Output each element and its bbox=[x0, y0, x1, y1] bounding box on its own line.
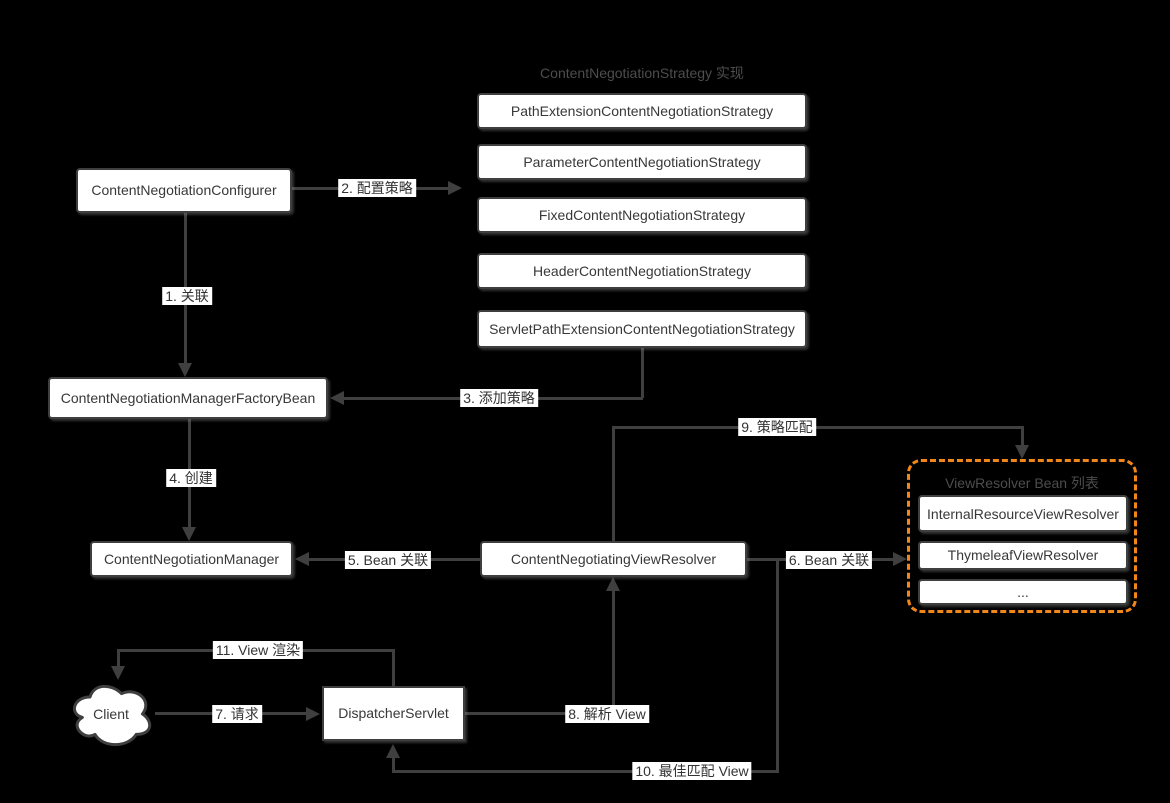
node-fixed-strategy: FixedContentNegotiationStrategy bbox=[477, 197, 807, 233]
edge-8-line bbox=[465, 712, 614, 715]
node-dispatcher-servlet: DispatcherServlet bbox=[322, 686, 465, 741]
edge-2-arrowhead-right-icon bbox=[448, 181, 462, 195]
edge-4-arrowhead-down-icon bbox=[182, 527, 196, 541]
edge-10-line bbox=[392, 770, 779, 773]
node-content-negotiation-manager: ContentNegotiationManager bbox=[90, 541, 293, 577]
node-label: ... bbox=[1017, 583, 1029, 600]
edge-7-arrowhead-right-icon bbox=[306, 707, 320, 721]
edge-8-line bbox=[612, 591, 615, 715]
cloud-icon bbox=[72, 684, 152, 747]
edge-8-label: 8. 解析 View bbox=[565, 705, 649, 723]
node-label: ThymeleafViewResolver bbox=[947, 547, 1099, 563]
edge-10-line bbox=[392, 758, 395, 773]
edge-1-label: 1. 关联 bbox=[162, 287, 212, 305]
edge-6-arrowhead-right-icon bbox=[893, 552, 907, 566]
edge-5-arrowhead-left-icon bbox=[295, 552, 309, 566]
node-label: PathExtensionContentNegotiationStrategy bbox=[510, 102, 774, 119]
edge-6-label: 6. Bean 关联 bbox=[785, 551, 873, 569]
edge-3-line bbox=[641, 348, 644, 398]
node-label: HeaderContentNegotiationStrategy bbox=[533, 262, 751, 279]
edge-4-label: 4. 创建 bbox=[166, 469, 216, 487]
node-parameter-strategy: ParameterContentNegotiationStrategy bbox=[477, 144, 807, 180]
edge-3-arrowhead-left-icon bbox=[330, 391, 344, 405]
edge-11-line bbox=[117, 649, 120, 667]
edge-11-label: 11. View 渲染 bbox=[212, 641, 304, 659]
edge-1-arrowhead-down-icon bbox=[178, 363, 192, 377]
edge-9-arrowhead-down-icon bbox=[1015, 445, 1029, 459]
edge-8-arrowhead-up-icon bbox=[606, 577, 620, 591]
edge-9-line bbox=[612, 426, 1024, 429]
node-label: Client bbox=[93, 706, 129, 722]
node-label: ContentNegotiationManager bbox=[103, 551, 280, 567]
node-path-extension-strategy: PathExtensionContentNegotiationStrategy bbox=[477, 93, 807, 129]
client-cloud: Client bbox=[65, 680, 157, 748]
edge-10-arrowhead-up-icon bbox=[386, 744, 400, 758]
node-content-negotiation-manager-factory-bean: ContentNegotiationManagerFactoryBean bbox=[48, 377, 328, 419]
edge-10-line bbox=[776, 559, 779, 773]
node-servlet-path-extension-strategy: ServletPathExtensionContentNegotiationSt… bbox=[477, 310, 807, 348]
node-label: DispatcherServlet bbox=[338, 705, 449, 721]
edge-7-label: 7. 请求 bbox=[212, 705, 262, 723]
node-label: FixedContentNegotiationStrategy bbox=[538, 206, 746, 223]
edge-11-line bbox=[392, 649, 395, 687]
node-label: ContentNegotiationConfigurer bbox=[91, 182, 277, 198]
node-label: InternalResourceViewResolver bbox=[927, 505, 1119, 522]
edge-9-label: 9. 策略匹配 bbox=[738, 418, 816, 436]
view-resolver-group-title: ViewResolver Bean 列表 bbox=[945, 475, 1099, 491]
node-label: ContentNegotiationManagerFactoryBean bbox=[60, 389, 316, 406]
edge-9-line bbox=[1021, 426, 1024, 446]
edge-5-label: 5. Bean 关联 bbox=[344, 551, 432, 569]
node-content-negotiation-configurer: ContentNegotiationConfigurer bbox=[76, 168, 292, 213]
node-content-negotiating-view-resolver: ContentNegotiatingViewResolver bbox=[480, 541, 747, 577]
edge-10-label: 10. 最佳匹配 View bbox=[632, 762, 752, 780]
node-label: ServletPathExtensionContentNegotiationSt… bbox=[489, 320, 795, 337]
edge-9-line bbox=[612, 426, 615, 542]
edge-11-arrowhead-down-icon bbox=[111, 666, 125, 680]
node-label: ContentNegotiatingViewResolver bbox=[510, 550, 717, 567]
node-header-strategy: HeaderContentNegotiationStrategy bbox=[477, 253, 807, 289]
node-more-view-resolvers: ... bbox=[918, 579, 1128, 605]
view-resolver-bean-group bbox=[907, 459, 1137, 613]
node-internal-resource-view-resolver: InternalResourceViewResolver bbox=[918, 495, 1128, 532]
node-label: ParameterContentNegotiationStrategy bbox=[523, 153, 761, 170]
strategy-group-title: ContentNegotiationStrategy 实现 bbox=[540, 65, 744, 81]
node-thymeleaf-view-resolver: ThymeleafViewResolver bbox=[918, 541, 1128, 570]
edge-3-label: 3. 添加策略 bbox=[460, 389, 538, 407]
edge-2-label: 2. 配置策略 bbox=[338, 179, 416, 197]
